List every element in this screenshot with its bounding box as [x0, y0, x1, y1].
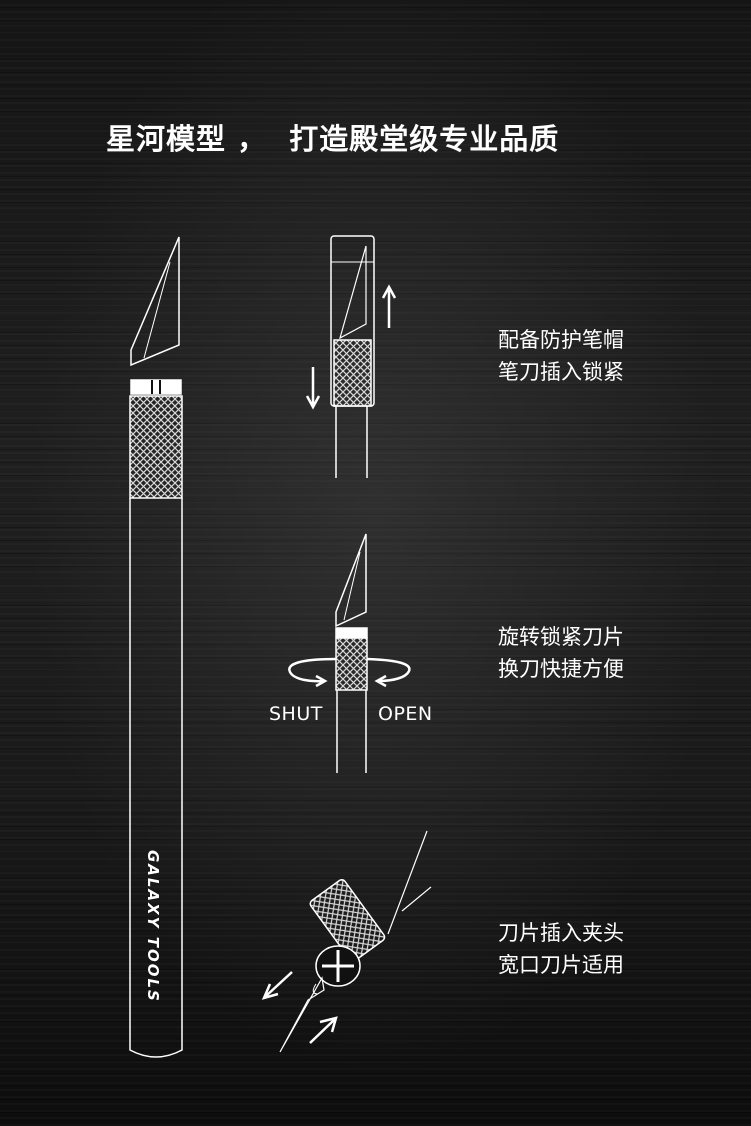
brand-text: GALAXY TOOLS: [144, 850, 162, 1003]
insert-arrow-out-icon: [261, 971, 293, 1000]
rotate-blade: [335, 533, 367, 628]
shut-label: SHUT: [269, 703, 323, 725]
feature-line: 换刀快捷方便: [498, 657, 624, 681]
main-blade: [130, 236, 180, 367]
feature-caption-rotate: 旋转锁紧刀片 换刀快捷方便: [498, 621, 624, 685]
arrow-down-icon: [305, 367, 321, 410]
headline: 星河模型 ， 打造殿堂级专业品质: [106, 122, 560, 156]
main-handle: [129, 498, 183, 1058]
main-collet: [130, 379, 182, 395]
rotate-grip: [335, 637, 368, 691]
insert-blade: [279, 976, 325, 1053]
rotate-handle: [336, 690, 367, 773]
arrow-up-icon: [381, 284, 397, 328]
insert-grip: [309, 878, 386, 962]
rotate-illustration: [288, 533, 411, 773]
rotate-arrow-left-icon: [288, 657, 337, 688]
feature-line: 配备防护笔帽: [498, 328, 624, 352]
cap-handle: [335, 406, 368, 478]
feature-caption-cap: 配备防护笔帽 笔刀插入锁紧: [498, 324, 624, 388]
open-label: OPEN: [378, 703, 433, 725]
main-knife-illustration: [129, 236, 183, 1058]
feature-line: 宽口刀片适用: [498, 953, 624, 977]
feature-line: 笔刀插入锁紧: [498, 360, 624, 384]
cap-illustration: [305, 235, 397, 478]
rotate-collet: [335, 627, 368, 638]
main-grip: [129, 395, 183, 499]
main-blade-bevel: [143, 261, 171, 359]
insert-arrow-in-icon: [309, 1016, 338, 1044]
insert-illustration: [261, 830, 432, 1053]
feature-caption-insert: 刀片插入夹头 宽口刀片适用: [498, 917, 624, 981]
cap-grip: [333, 339, 372, 407]
rotate-arrow-right-icon: [366, 657, 411, 688]
feature-line: 刀片插入夹头: [498, 921, 624, 945]
insert-handle-lines: [387, 830, 432, 935]
cap-blade: [339, 245, 367, 340]
feature-line: 旋转锁紧刀片: [498, 625, 624, 649]
